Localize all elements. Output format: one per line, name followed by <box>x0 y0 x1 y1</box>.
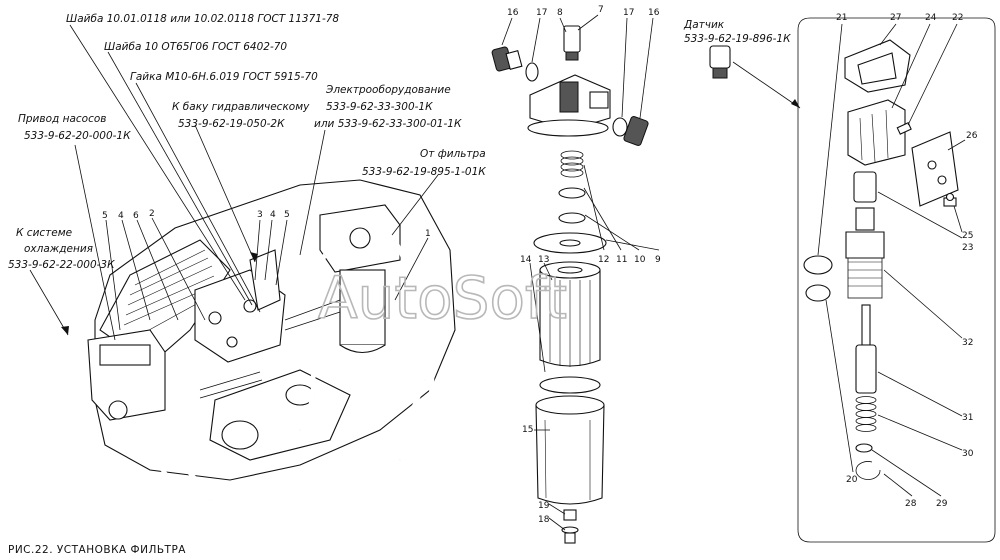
part-number: 20 <box>846 475 858 485</box>
cooling-label-1: К системе <box>16 227 72 239</box>
sensor-code: 533-9-62-19-896-1К <box>684 33 791 45</box>
part-number: 3 <box>257 210 263 220</box>
electrical-code-2: или 533-9-62-33-300-01-1К <box>314 118 462 130</box>
part-number: 32 <box>962 338 973 348</box>
part-number: 16 <box>507 8 519 18</box>
engine-assembly-drawing <box>87 179 456 508</box>
part-number: 6 <box>133 211 139 221</box>
from-filter-label: От фильтра <box>420 148 486 160</box>
nut-label: Гайка М10-6Н.6.019 ГОСТ 5915-70 <box>130 71 318 83</box>
part-number: 31 <box>962 413 973 423</box>
part-number: 1 <box>425 229 431 239</box>
part-number: 10 <box>634 255 646 265</box>
part-number: 4 <box>270 210 276 220</box>
part-number: 28 <box>905 499 917 509</box>
sensor-detail-frame <box>797 17 996 543</box>
washer-label-2: Шайба 10 ОТ65Г06 ГОСТ 6402-70 <box>104 41 287 53</box>
part-number: 16 <box>648 8 660 18</box>
part-number: 13 <box>538 255 549 265</box>
middle-leader-lines <box>501 14 801 531</box>
filter-exploded-view <box>491 25 649 544</box>
part-number: 12 <box>598 255 609 265</box>
part-number: 4 <box>118 211 124 221</box>
washer-label-1: Шайба 10.01.0118 или 10.02.0118 ГОСТ 113… <box>66 13 339 25</box>
part-number: 21 <box>836 13 847 23</box>
part-number: 9 <box>655 255 661 265</box>
part-number: 14 <box>520 255 532 265</box>
cooling-code: 533-9-62-22-000-3К <box>8 259 115 271</box>
part-number: 2 <box>149 209 155 219</box>
sensor-part <box>709 45 731 79</box>
left-leader-lines <box>29 24 439 341</box>
part-number: 8 <box>557 8 563 18</box>
electrical-label: Электрооборудование <box>325 84 451 96</box>
part-number: 27 <box>890 13 901 23</box>
right-part-numbers: 21 27 24 22 26 23 25 32 20 31 30 28 29 <box>836 13 978 509</box>
watermark: AutoSoft <box>318 264 567 332</box>
cooling-label-2: охлаждения <box>24 243 93 255</box>
from-filter-code: 533-9-62-19-895-1-01К <box>362 166 486 178</box>
pump-drive-code: 533-9-62-20-000-1К <box>24 130 131 142</box>
left-part-numbers: 5 4 6 2 3 4 5 1 <box>102 209 431 239</box>
right-leader-lines <box>817 23 966 497</box>
sensor-detail-parts <box>803 39 959 480</box>
part-number: 17 <box>623 8 634 18</box>
part-number: 17 <box>536 8 547 18</box>
part-number: 5 <box>284 210 290 220</box>
part-number: 5 <box>102 211 108 221</box>
part-number: 15 <box>522 425 533 435</box>
part-number: 18 <box>538 515 550 525</box>
tank-label: К баку гидравлическому <box>172 101 310 113</box>
sensor-label: Датчик <box>683 19 725 31</box>
part-number: 22 <box>952 13 963 23</box>
part-number: 19 <box>538 501 550 511</box>
tank-code: 533-9-62-19-050-2К <box>178 118 285 130</box>
callout-labels: Шайба 10.01.0118 или 10.02.0118 ГОСТ 113… <box>8 13 791 271</box>
pump-drive-label: Привод насосов <box>18 113 106 125</box>
middle-part-numbers: 16 17 8 7 17 16 12 11 10 9 14 13 15 19 1… <box>507 5 661 525</box>
figure-caption: РИС.22. УСТАНОВКА ФИЛЬТРА <box>8 544 186 556</box>
part-number: 26 <box>966 131 978 141</box>
electrical-code-1: 533-9-62-33-300-1К <box>326 101 433 113</box>
part-number: 30 <box>962 449 974 459</box>
part-number: 24 <box>925 13 937 23</box>
part-number: 29 <box>936 499 948 509</box>
part-number: 23 <box>962 243 973 253</box>
part-number: 25 <box>962 231 973 241</box>
part-number: 11 <box>616 255 627 265</box>
part-number: 7 <box>598 5 604 15</box>
